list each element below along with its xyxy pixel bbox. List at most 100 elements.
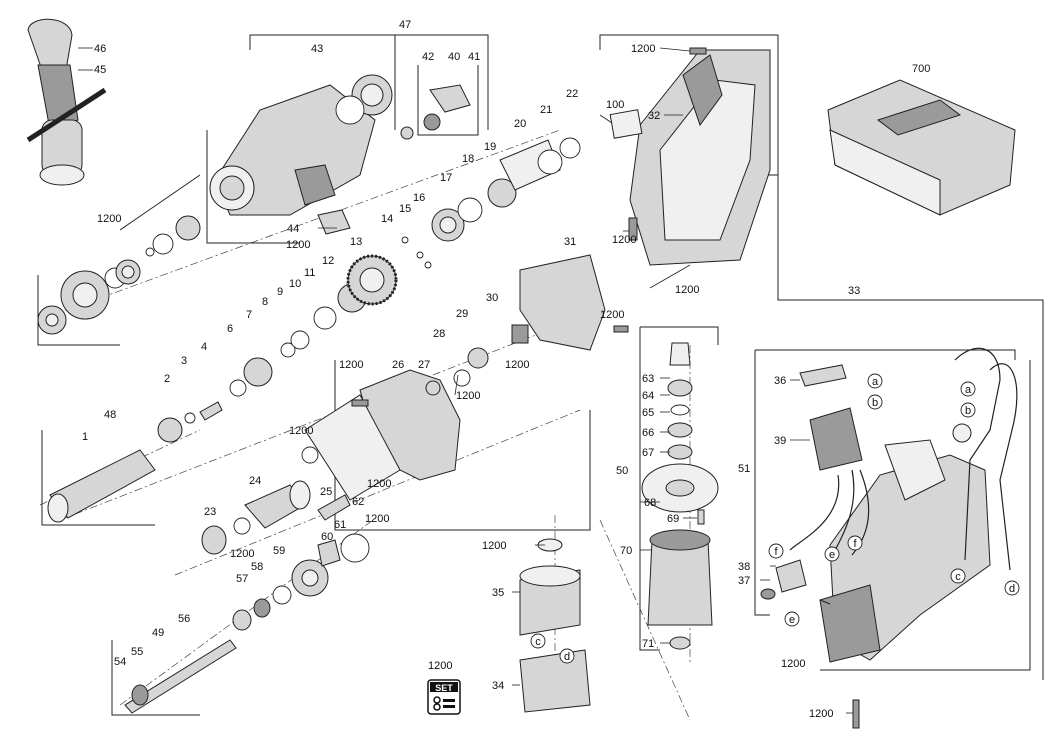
label-46: 46 [94, 43, 106, 55]
clip-40 [429, 84, 471, 113]
gearbox-cover [209, 84, 376, 216]
label-1: 1 [82, 431, 88, 443]
label-14: 14 [381, 213, 393, 225]
label-28: 28 [433, 328, 445, 340]
label-100: 100 [606, 99, 624, 111]
label-1200-bottom: 1200 [367, 478, 391, 490]
marker-d-wire: d [1009, 583, 1015, 595]
label-56: 56 [178, 613, 190, 625]
label-44: 44 [287, 223, 299, 235]
label-58: 58 [251, 561, 263, 573]
label-36: 36 [774, 375, 786, 387]
screws [351, 47, 860, 729]
gear-14 [346, 254, 398, 306]
label-61: 61 [334, 519, 346, 531]
label-8: 8 [262, 296, 268, 308]
striker-parts [201, 446, 351, 555]
rear-handle-housing [609, 49, 771, 266]
label-55: 55 [131, 646, 143, 658]
label-62: 62 [352, 496, 364, 508]
intermediate-flange-31 [519, 254, 606, 351]
marker-e-upper: e [829, 549, 835, 561]
label-38: 38 [738, 561, 750, 573]
label-7: 7 [246, 309, 252, 321]
label-71: 71 [642, 638, 654, 650]
label-24: 24 [249, 475, 261, 487]
label-1200-44: 1200 [286, 239, 310, 251]
bracket-36 [799, 364, 847, 387]
label-1200-gearhousing: 1200 [339, 359, 363, 371]
shaft-assembly-49 [124, 533, 370, 714]
marker-a-switch: a [872, 376, 879, 388]
label-19: 19 [484, 141, 496, 153]
part-30-block [511, 324, 529, 344]
motor-housing-51 [819, 439, 991, 663]
label-1200-oring: 1200 [365, 513, 389, 525]
label-18: 18 [462, 153, 474, 165]
label-49: 49 [152, 627, 164, 639]
label-17: 17 [440, 172, 452, 184]
label-1200-motor-screw: 1200 [809, 708, 833, 720]
label-70: 70 [620, 545, 632, 557]
label-40: 40 [448, 51, 460, 63]
carry-case-700 [827, 79, 1016, 216]
label-1200-ring: 1200 [289, 425, 313, 437]
label-20: 20 [514, 118, 526, 130]
label-1200-31: 1200 [600, 309, 624, 321]
label-39: 39 [774, 435, 786, 447]
marker-c-brush: c [535, 636, 541, 648]
label-1200-motor: 1200 [781, 658, 805, 670]
label-11: 11 [304, 267, 315, 279]
label-68: 68 [644, 497, 656, 509]
label-1200-housing-screw: 1200 [612, 234, 636, 246]
label-13: 13 [350, 236, 362, 248]
label-57: 57 [236, 573, 248, 585]
label-1200-cap: 1200 [482, 540, 506, 552]
brush-holder-34 [519, 649, 591, 713]
label-65: 65 [642, 407, 654, 419]
marker-b-switch: b [872, 397, 878, 409]
label-26: 26 [392, 359, 404, 371]
label-1200-chain: 1200 [97, 213, 121, 225]
marker-a-wire: a [965, 384, 972, 396]
label-16: 16 [413, 192, 425, 204]
label-6: 6 [227, 323, 233, 335]
armature-stack [641, 342, 719, 650]
label-12: 12 [322, 255, 334, 267]
label-35: 35 [492, 587, 504, 599]
label-45: 45 [94, 64, 106, 76]
marker-b-wire: b [965, 405, 971, 417]
label-23: 23 [204, 506, 216, 518]
group-brackets [37, 34, 1044, 716]
side-handle [26, 18, 107, 186]
leader-lines [78, 47, 853, 714]
marker-d-brush: d [564, 651, 570, 663]
wire-connection-markers: a b a b c d c d f f e e [530, 373, 1020, 664]
label-700: 700 [912, 63, 930, 75]
label-41: 41 [468, 51, 480, 63]
label-59: 59 [273, 545, 285, 557]
label-37: 37 [738, 575, 750, 587]
label-1200-30: 1200 [505, 359, 529, 371]
label-1200-27: 1200 [456, 390, 480, 402]
label-47: 47 [399, 19, 411, 31]
marker-e-lower: e [789, 614, 795, 626]
set-badge-text: SET [435, 683, 453, 693]
label-54: 54 [114, 656, 126, 668]
label-34: 34 [492, 680, 504, 692]
label-31: 31 [564, 236, 576, 248]
label-66: 66 [642, 427, 654, 439]
label-21: 21 [540, 104, 552, 116]
label-43: 43 [311, 43, 323, 55]
label-25: 25 [320, 486, 332, 498]
label-3: 3 [181, 355, 187, 367]
label-15: 15 [399, 203, 411, 215]
label-48: 48 [104, 409, 116, 421]
chuck-parts [37, 215, 201, 335]
label-69: 69 [667, 513, 679, 525]
label-51: 51 [738, 463, 750, 475]
label-1200-set: 1200 [428, 660, 452, 672]
wires [789, 347, 1018, 571]
label-9: 9 [277, 286, 283, 298]
